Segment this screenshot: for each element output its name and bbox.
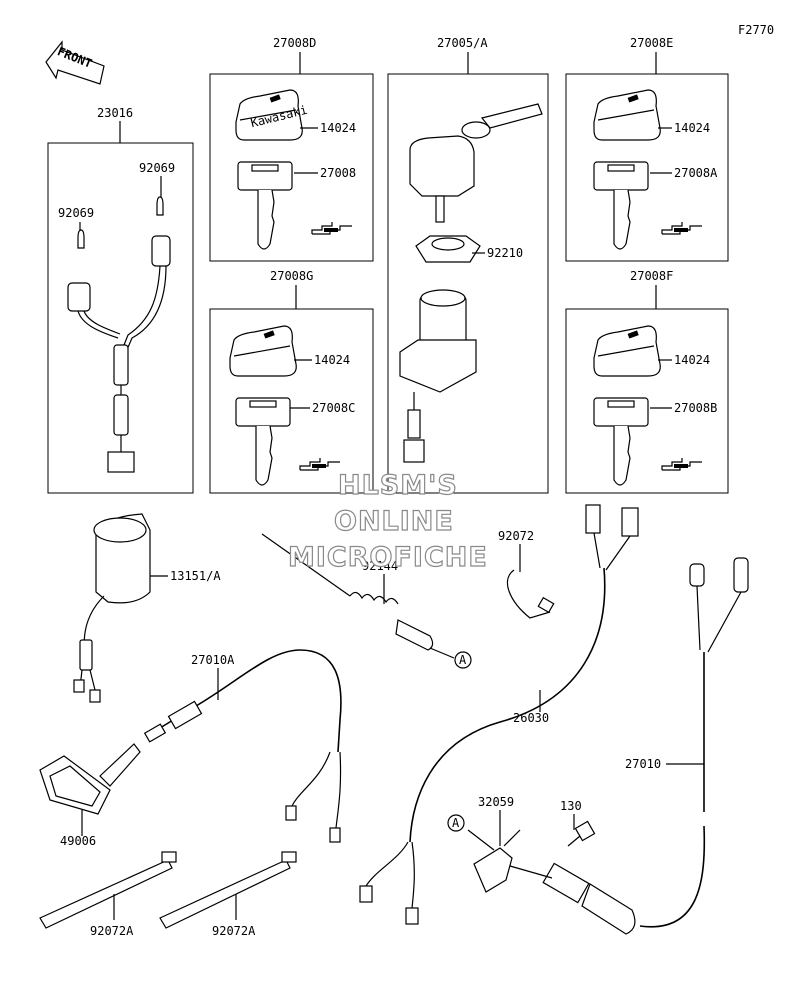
key-knob-27008G [229, 325, 297, 377]
part-27010-drawing [639, 557, 749, 928]
key-blade-27008F [593, 397, 649, 486]
part-130: 130 [560, 799, 582, 813]
bolt-icon-27008G [299, 457, 341, 471]
part-92072-drawing [506, 569, 555, 619]
bolt-icon-27008D [311, 221, 353, 235]
part-92072A-right: 92072A [212, 924, 256, 938]
part-32059: 32059 [478, 795, 514, 809]
part-27008-27008D: 27008 [320, 166, 356, 180]
group-title-27005A: 27005/A [437, 36, 488, 50]
harness-23016-drawing [67, 196, 171, 473]
part-27010A-drawing [143, 649, 342, 843]
part-13151A-drawing [73, 513, 151, 703]
part-92069-b: 92069 [58, 206, 94, 220]
key-27008E-box [565, 73, 729, 262]
part-27008A-27008E: 27008A [674, 166, 718, 180]
key-knob-27008E [593, 89, 661, 141]
group-title-23016: 23016 [97, 106, 133, 120]
part-130-drawing [567, 820, 596, 847]
bolt-icon-27008E [661, 221, 703, 235]
part-92210: 92210 [487, 246, 523, 260]
part-27010: 27010 [625, 757, 661, 771]
part-92072A-left: 92072A [90, 924, 134, 938]
callout-a-circle [454, 651, 472, 669]
part-26030: 26030 [513, 711, 549, 725]
group-title-27008D: 27008D [273, 36, 316, 50]
group-title-27008F: 27008F [630, 269, 673, 283]
part-92072A-left-drawing [39, 851, 177, 929]
callout-a-circle-2 [447, 814, 465, 832]
part-14024-27008E: 14024 [674, 121, 710, 135]
part-49006: 49006 [60, 834, 96, 848]
ignition-switch-drawing [399, 103, 543, 463]
part-92072: 92072 [498, 529, 534, 543]
key-27008D-box [209, 73, 374, 262]
watermark-line-2: ONLINE [334, 506, 454, 537]
key-blade-27008E [593, 161, 649, 250]
callout-a-label-2: A [452, 816, 460, 830]
part-32059-drawing [473, 829, 521, 893]
part-92072A-right-drawing [159, 851, 297, 929]
watermark-line-1: HLSM'S [338, 470, 458, 501]
front-arrow-icon: FRONT [45, 40, 105, 85]
group-title-27008G: 27008G [270, 269, 313, 283]
part-14024-27008G: 14024 [314, 353, 350, 367]
bolt-icon-27008F [661, 457, 703, 471]
part-14024-27008D: 14024 [320, 121, 356, 135]
key-blade-27008G [235, 397, 291, 486]
part-27008B-27008F: 27008B [674, 401, 717, 415]
key-knob-27008F [593, 325, 661, 377]
figure-code: F2770 [738, 23, 774, 37]
part-92144: 92144 [362, 559, 398, 573]
part-13151A: 13151/A [170, 569, 221, 583]
watermark-line-3: MICROFICHE [288, 542, 488, 573]
key-27008G-box [209, 308, 374, 494]
part-92144-drawing [261, 533, 434, 651]
part-26030-drawing [359, 504, 639, 925]
group-title-27008E: 27008E [630, 36, 673, 50]
part-92069-a: 92069 [139, 161, 175, 175]
part-27008C-27008G: 27008C [312, 401, 355, 415]
part-27010A: 27010A [191, 653, 235, 667]
callout-a-label: A [459, 653, 467, 667]
key-blade-27008D [237, 161, 293, 250]
switch-sensor-drawing [509, 862, 636, 935]
part-14024-27008F: 14024 [674, 353, 710, 367]
key-27008F-box [565, 308, 729, 494]
part-49006-drawing [39, 743, 141, 815]
